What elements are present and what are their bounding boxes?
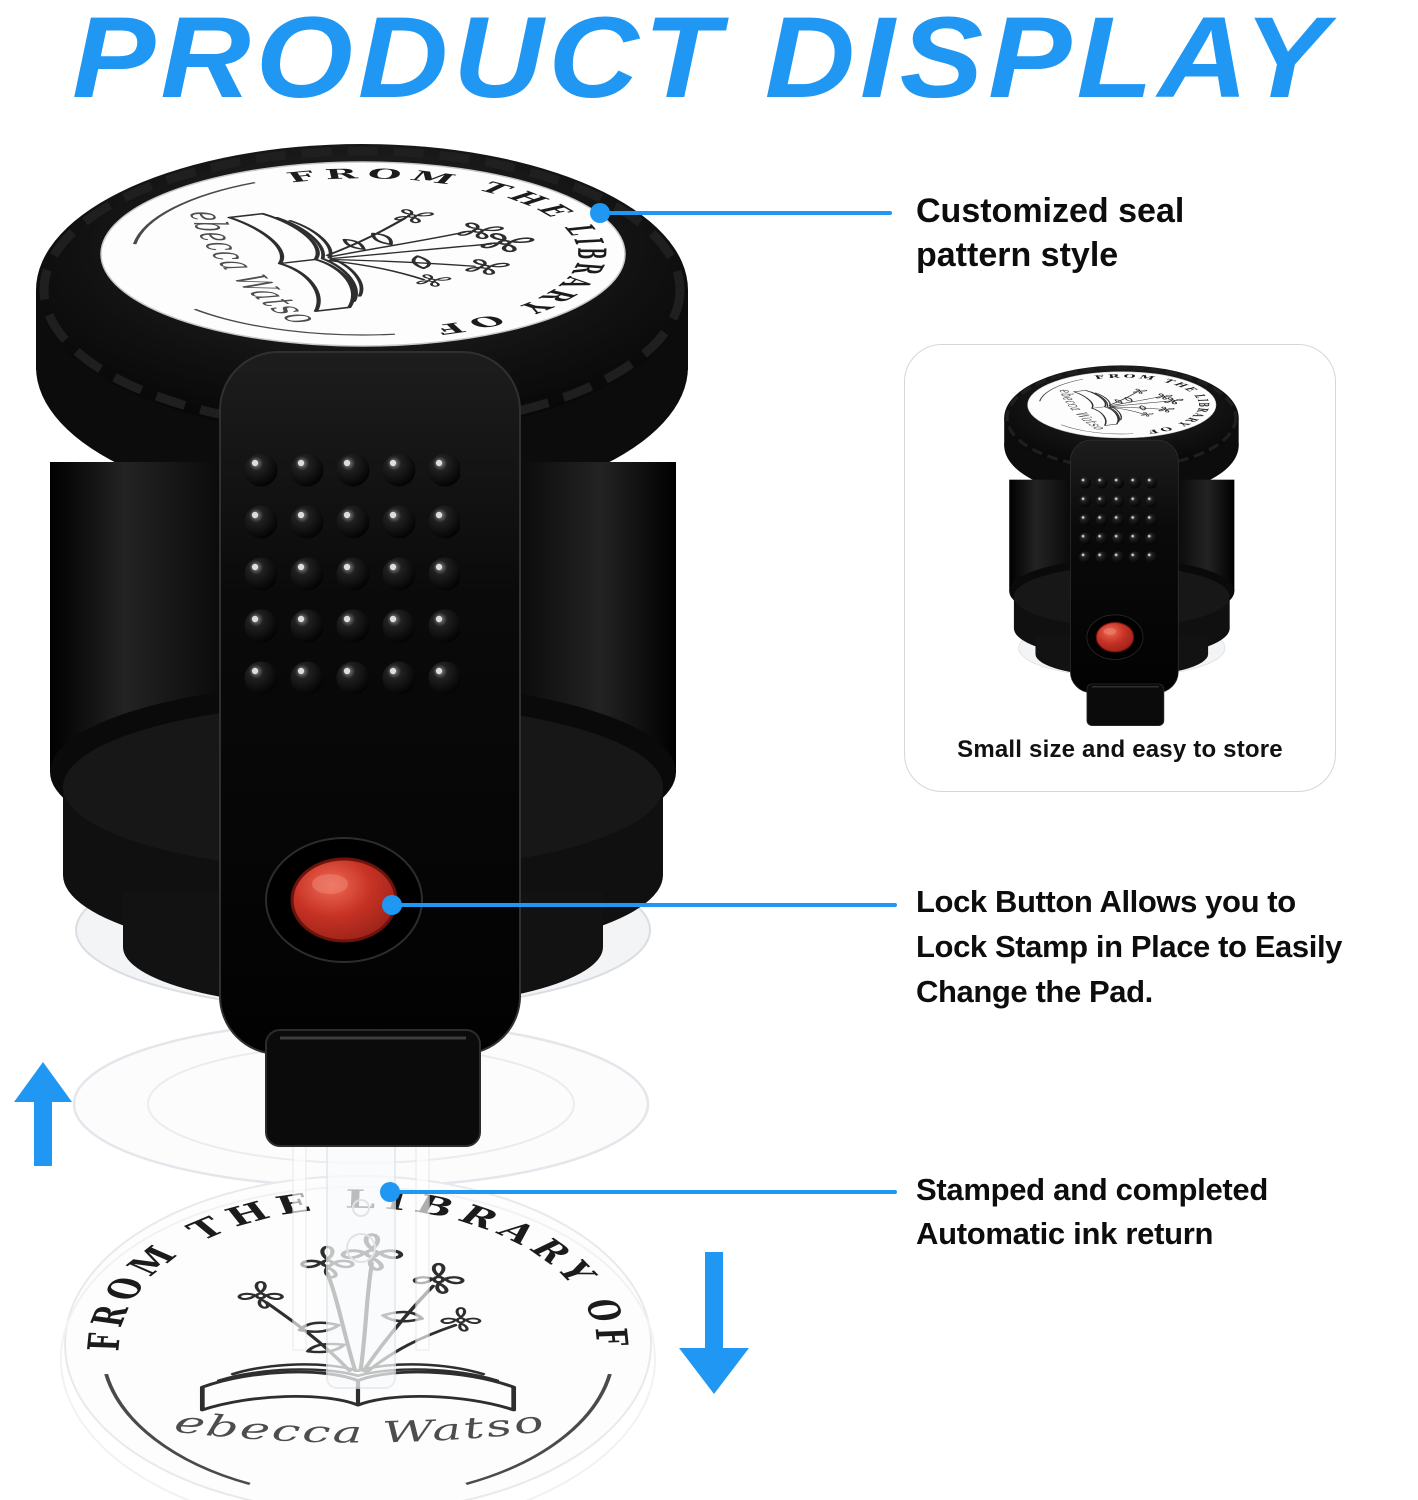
callout-line-lock-button [382, 895, 897, 915]
callout-text-line: Lock Button Allows you to [916, 884, 1296, 919]
stamp-product-photo: FROM THE LIBRARY OF Rebecca Watson [8, 132, 708, 1500]
callout-ink-return: Stamped and completed Automatic ink retu… [916, 1168, 1268, 1256]
callout-line-seal-pattern [590, 203, 892, 223]
inset-caption: Small size and easy to store [957, 736, 1283, 763]
callout-text-line: Customized seal [916, 192, 1185, 230]
callout-dot [380, 1182, 400, 1202]
callout-text-line: Stamped and completed [916, 1172, 1268, 1207]
callout-seal-pattern: Customized seal pattern style [916, 189, 1184, 277]
clear-base [60, 1019, 656, 1500]
callout-dot [382, 895, 402, 915]
callout-text-line: pattern style [916, 236, 1119, 274]
callout-dot [590, 203, 610, 223]
down-arrow-icon [679, 1252, 749, 1394]
page-title: PRODUCT DISPLAY [72, 0, 1333, 123]
stamp-illustration: FROM THE LIBRARY OF Rebecca Watson [8, 132, 708, 1500]
callout-text-line: Automatic ink return [916, 1216, 1214, 1251]
stamp [36, 142, 688, 1146]
up-arrow-icon [14, 1062, 72, 1166]
callout-lock-button: Lock Button Allows you to Lock Stamp in … [916, 879, 1342, 1014]
callout-text-line: Lock Stamp in Place to Easily [916, 929, 1343, 964]
callout-text-line: Change the Pad. [916, 974, 1153, 1009]
callout-line-ink-return [380, 1182, 897, 1202]
inset-stamp-photo [994, 361, 1246, 735]
inset-card: Small size and easy to store [904, 344, 1336, 792]
